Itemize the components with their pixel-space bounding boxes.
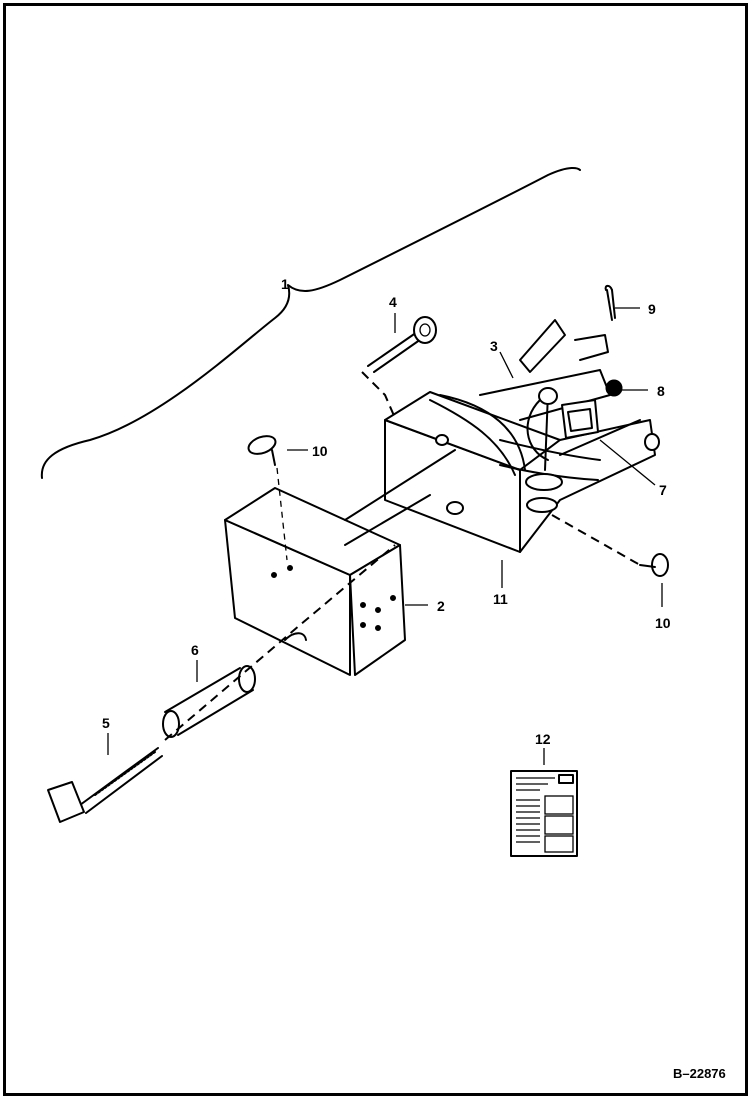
callout-2: 2 [437,598,445,614]
callout-8: 8 [657,383,665,399]
tube-top [344,449,456,521]
threaded-bolt [47,747,163,823]
callout-12: 12 [535,731,551,747]
callout-7: 7 [659,482,667,498]
counterweight [224,487,406,676]
cotter-pin [604,284,616,321]
pin-10-path [551,514,641,566]
callout-6: 6 [191,642,199,658]
callout-5: 5 [102,715,110,731]
callout-10-lower: 10 [655,615,671,631]
assembly-brace [40,167,581,479]
callout-11: 11 [493,591,508,607]
mount-bracket [384,319,660,553]
pin-10-upper [247,435,288,561]
nut [605,379,623,397]
lock-pin [525,387,563,513]
spacer-tube [162,665,256,738]
bolt-4-path [361,371,396,419]
callout-9: 9 [648,301,656,317]
bolt-4 [367,316,437,373]
callout-labels: 1 2 3 4 5 6 7 8 9 10 10 11 12 [102,276,671,747]
clip [561,399,599,439]
callout-10-upper: 10 [312,443,328,459]
decal-sheet [510,770,578,857]
pin-10-lower [639,553,669,577]
bolt-5-path [164,544,396,741]
figure-reference-number: B–22876 [673,1066,726,1081]
diagram-border [3,3,748,1096]
leader-lines [107,307,663,765]
tube-bottom [344,494,431,546]
callout-4: 4 [389,294,397,310]
callout-3: 3 [490,338,498,354]
callout-1: 1 [281,276,289,292]
